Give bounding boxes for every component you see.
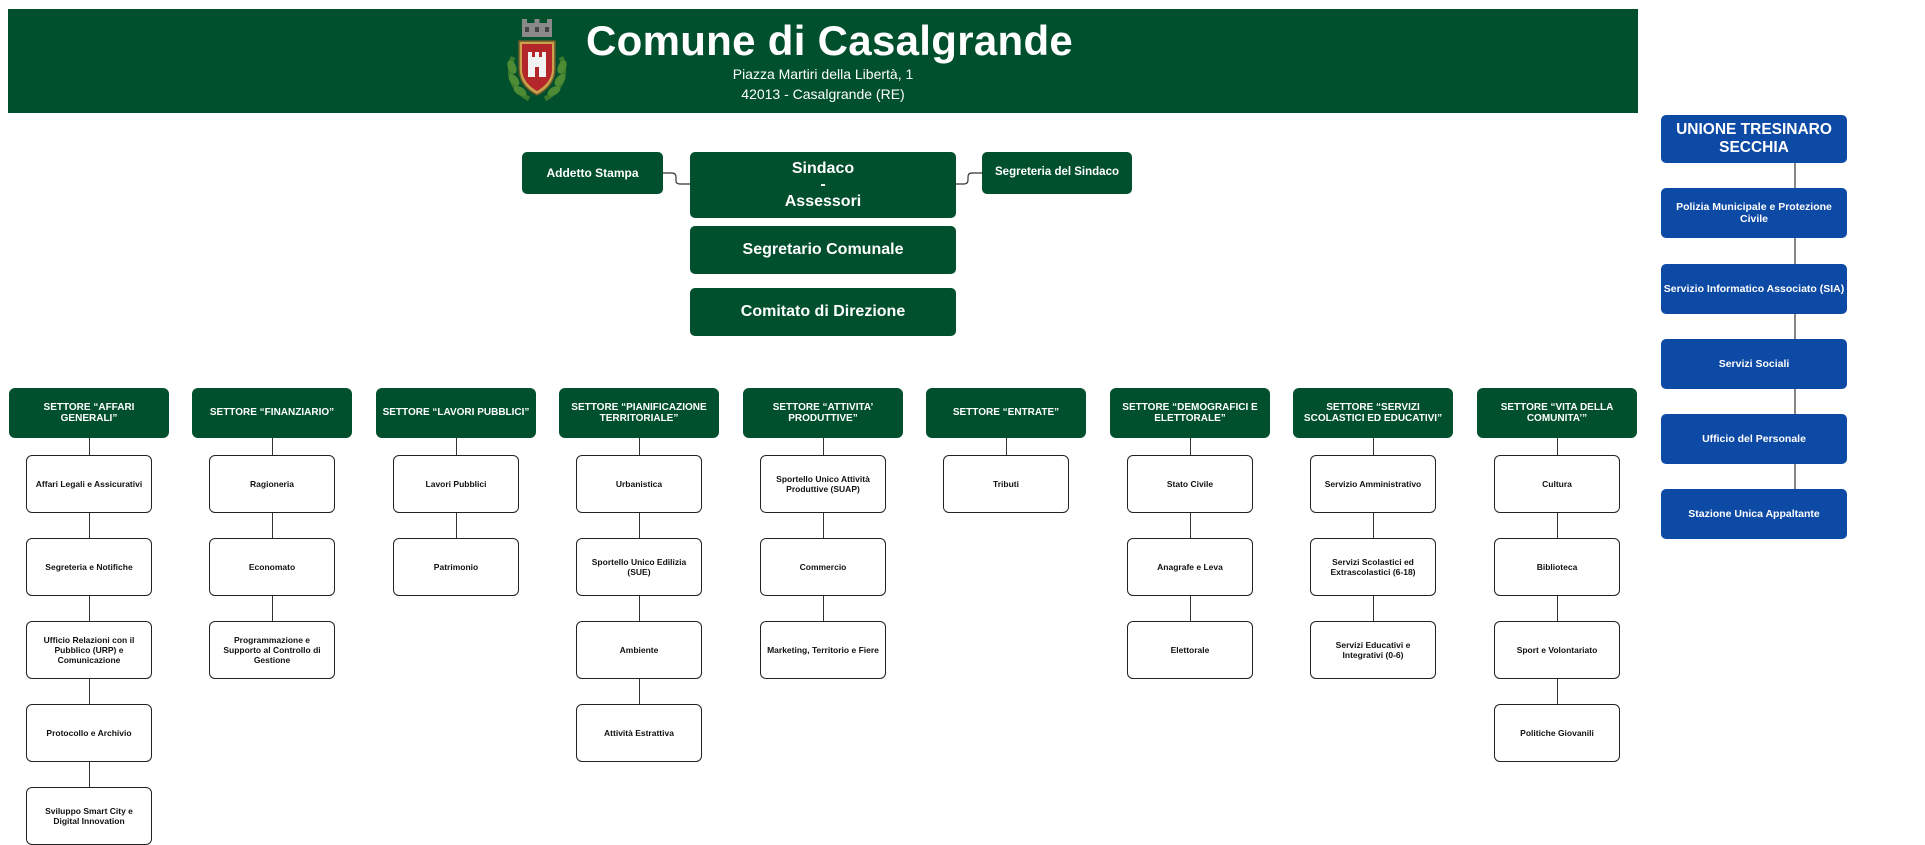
- sindaco-label: Sindaco: [791, 159, 855, 177]
- sector-4-office-2: Sportello Unico Edilizia (SUE): [576, 538, 702, 596]
- union-header-box: UNIONE TRESINARO SECCHIA: [1661, 115, 1847, 163]
- sector-1-office-4: Protocollo e Archivio: [26, 704, 152, 762]
- header-banner: [8, 9, 1638, 113]
- sector-5-office-3: Marketing, Territorio e Fiere: [760, 621, 886, 679]
- union-office-2: Servizio Informatico Associato (SIA): [1661, 264, 1847, 314]
- connector-line: [1190, 438, 1191, 455]
- connector-line: [1557, 679, 1558, 704]
- sector-1-office-1: Affari Legali e Assicurativi: [26, 455, 152, 513]
- sector-1-office-5: Sviluppo Smart City e Digital Innovation: [26, 787, 152, 845]
- addetto-stampa-box: Addetto Stampa: [522, 152, 663, 194]
- sector-7-office-1: Stato Civile: [1127, 455, 1253, 513]
- connector-line: [639, 596, 640, 621]
- sindaco-dash: -: [820, 175, 826, 193]
- connector-line: [1190, 513, 1191, 538]
- sector-8-office-1: Servizio Amministrativo: [1310, 455, 1436, 513]
- sector-7-office-2: Anagrafe e Leva: [1127, 538, 1253, 596]
- address-line-1: Piazza Martiri della Libertà, 1: [732, 66, 914, 82]
- connector-line: [1373, 513, 1374, 538]
- addetto-stampa-label: Addetto Stampa: [546, 165, 639, 180]
- union-office-4: Ufficio del Personale: [1661, 414, 1847, 464]
- sector-header-1: SETTORE “AFFARI GENERALI”: [9, 388, 169, 438]
- connector-line: [1557, 513, 1558, 538]
- sector-header-6: SETTORE “ENTRATE”: [926, 388, 1086, 438]
- sector-header-3: SETTORE “LAVORI PUBBLICI”: [376, 388, 536, 438]
- sector-5-office-2: Commercio: [760, 538, 886, 596]
- sector-9-office-1: Cultura: [1494, 455, 1620, 513]
- sector-header-9: SETTORE “VITA DELLA COMUNITA’”: [1477, 388, 1637, 438]
- connector-line: [1006, 438, 1007, 455]
- sector-4-office-3: Ambiente: [576, 621, 702, 679]
- sector-3-office-2: Patrimonio: [393, 538, 519, 596]
- sector-9-office-2: Biblioteca: [1494, 538, 1620, 596]
- sector-9-office-3: Sport e Volontariato: [1494, 621, 1620, 679]
- connector-line: [89, 596, 90, 621]
- connector-line: [823, 438, 824, 455]
- connector-line: [456, 438, 457, 455]
- sector-8-office-3: Servizi Educativi e Integrativi (0-6): [1310, 621, 1436, 679]
- connector-line: [1557, 438, 1558, 455]
- connector-line: [1373, 596, 1374, 621]
- union-office-1: Polizia Municipale e Protezione Civile: [1661, 188, 1847, 238]
- connector-line: [89, 513, 90, 538]
- sector-4-office-4: Attività Estrattiva: [576, 704, 702, 762]
- segretario-comunale-box: Segretario Comunale: [690, 226, 956, 274]
- sindaco-box: Sindaco - Assessori: [690, 152, 956, 218]
- connector-line: [823, 513, 824, 538]
- connector-line: [272, 596, 273, 621]
- page-title: Comune di Casalgrande: [586, 17, 1074, 64]
- sector-header-5: SETTORE “ATTIVITA’ PRODUTTIVE”: [743, 388, 903, 438]
- union-office-5: Stazione Unica Appaltante: [1661, 489, 1847, 539]
- sector-header-2: SETTORE “FINANZIARIO”: [192, 388, 352, 438]
- connector-line: [639, 679, 640, 704]
- sector-header-8: SETTORE “SERVIZI SCOLASTICI ED EDUCATIVI…: [1293, 388, 1453, 438]
- connector-line: [1373, 438, 1374, 455]
- segreteria-sindaco-box: Segreteria del Sindaco: [982, 152, 1132, 194]
- sector-5-office-1: Sportello Unico Attività Produttive (SUA…: [760, 455, 886, 513]
- sector-8-office-2: Servizi Scolastici ed Extrascolastici (6…: [1310, 538, 1436, 596]
- town-crest-logo: [507, 19, 567, 102]
- connector-line: [1190, 596, 1191, 621]
- sector-1-office-3: Ufficio Relazioni con il Pubblico (URP) …: [26, 621, 152, 679]
- sector-2-office-1: Ragioneria: [209, 455, 335, 513]
- address-line-2: 42013 - Casalgrande (RE): [741, 86, 905, 102]
- connector-line: [823, 596, 824, 621]
- sector-4-office-1: Urbanistica: [576, 455, 702, 513]
- segreteria-sindaco-label: Segreteria del Sindaco: [995, 166, 1119, 179]
- assessori-label: Assessori: [784, 193, 862, 211]
- comitato-direzione-label: Comitato di Direzione: [740, 303, 906, 321]
- connector-line: [272, 513, 273, 538]
- comitato-direzione-box: Comitato di Direzione: [690, 288, 956, 336]
- sector-header-7: SETTORE “DEMOGRAFICI E ELETTORALE”: [1110, 388, 1270, 438]
- sector-header-4: SETTORE “PIANIFICAZIONE TERRITORIALE”: [559, 388, 719, 438]
- connector-line: [89, 438, 90, 455]
- sector-7-office-3: Elettorale: [1127, 621, 1253, 679]
- sector-2-office-3: Programmazione e Supporto al Controllo d…: [209, 621, 335, 679]
- connector-line: [89, 679, 90, 704]
- connector-line: [272, 438, 273, 455]
- sector-3-office-1: Lavori Pubblici: [393, 455, 519, 513]
- connector-line: [1557, 596, 1558, 621]
- sector-6-office-1: Tributi: [943, 455, 1069, 513]
- connector-line: [639, 513, 640, 538]
- sector-2-office-2: Economato: [209, 538, 335, 596]
- connector-line: [456, 513, 457, 538]
- segretario-comunale-label: Segretario Comunale: [742, 241, 904, 259]
- sector-9-office-4: Politiche Giovanili: [1494, 704, 1620, 762]
- connector-line: [89, 762, 90, 787]
- union-title: UNIONE TRESINARO SECCHIA: [1676, 121, 1832, 156]
- union-office-3: Servizi Sociali: [1661, 339, 1847, 389]
- sector-1-office-2: Segreteria e Notifiche: [26, 538, 152, 596]
- connector-line: [639, 438, 640, 455]
